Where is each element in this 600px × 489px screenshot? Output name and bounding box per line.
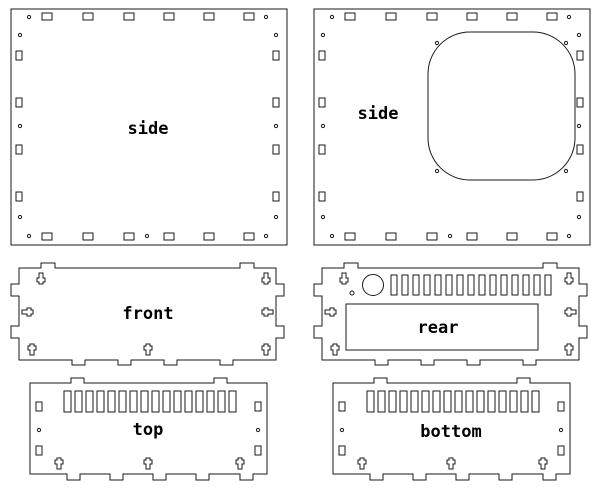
side-right-edge-slots — [318, 50, 584, 202]
bottom-tslots — [357, 457, 548, 470]
bottom-edge-slots — [338, 401, 565, 456]
panel-front: front — [10, 262, 285, 366]
panel-label-rear: rear — [418, 318, 459, 338]
rear-outline — [313, 262, 588, 366]
side-left-edge-slots — [15, 50, 280, 202]
rear-power-jack-hole — [362, 274, 384, 296]
panel-side-right: side — [313, 8, 591, 246]
rear-port-window — [345, 303, 539, 351]
bottom-vent-slots — [366, 390, 540, 413]
panel-top: top — [29, 377, 268, 481]
panel-label-side-right: side — [358, 104, 399, 124]
panel-label-top: top — [133, 420, 164, 440]
top-holes — [36, 427, 261, 433]
top-edge-slots — [35, 401, 262, 456]
top-outline — [29, 377, 268, 481]
side-right-holes — [320, 14, 582, 239]
rear-small-hole — [349, 290, 355, 296]
side-left-bottom-slots — [41, 232, 255, 241]
panel-side-left: side — [10, 8, 288, 246]
rear-tslots — [324, 272, 577, 356]
panel-bottom: bottom — [332, 377, 571, 481]
top-tslots — [54, 457, 245, 470]
bottom-holes — [339, 427, 564, 433]
panel-label-front: front — [122, 304, 173, 324]
front-tslots — [21, 272, 274, 356]
front-outline — [10, 262, 285, 366]
side-left-holes — [17, 14, 279, 239]
panel-label-side-left: side — [128, 119, 169, 139]
side-right-bottom-slots — [344, 232, 558, 241]
panel-label-bottom: bottom — [420, 422, 481, 442]
top-vent-slots — [63, 390, 237, 413]
side-left-outline — [10, 8, 288, 246]
side-left-top-slots — [41, 12, 255, 21]
side-right-outline — [313, 8, 591, 246]
side-right-top-slots — [344, 12, 558, 21]
fan-cutout — [427, 31, 576, 181]
rear-vent-slots — [390, 274, 552, 296]
panel-rear: rear — [313, 262, 588, 366]
bottom-outline — [332, 377, 571, 481]
